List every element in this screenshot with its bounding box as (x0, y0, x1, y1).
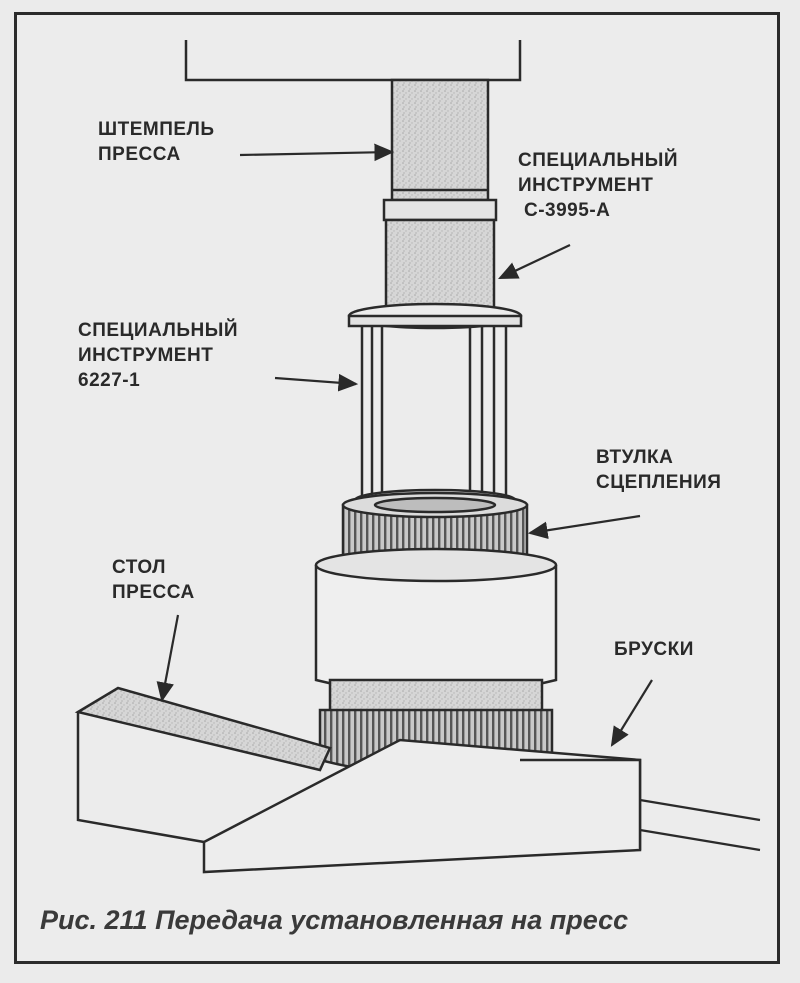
tool-6227 (347, 302, 523, 512)
leader-press-table (156, 614, 180, 703)
press-head (184, 40, 522, 82)
blocks (74, 686, 642, 874)
leader-blocks (610, 679, 653, 747)
leader-tool-c3995a (498, 244, 571, 279)
leader-tool-6227 (274, 373, 359, 392)
label-clutch-sleeve: ВТУЛКА СЦЕПЛЕНИЯ (596, 447, 722, 493)
leader-lines (156, 143, 653, 747)
tool-c3995a (384, 218, 496, 312)
label-press-ram: ШТЕМПЕЛЬ ПРЕССА (98, 119, 215, 165)
figure-caption: Рис. 211 Передача установленная на пресс (40, 905, 629, 935)
label-tool-c3995a: СПЕЦИАЛЬНЫЙ ИНСТРУМЕНТ C-3995-A (518, 150, 679, 221)
press-table (639, 798, 761, 852)
label-tool-6227: СПЕЦИАЛЬНЫЙ ИНСТРУМЕНТ 6227-1 (78, 320, 239, 391)
leader-clutch-sleeve (527, 514, 641, 540)
label-blocks: БРУСКИ (614, 639, 694, 660)
label-press-table: СТОЛ ПРЕССА (112, 557, 195, 603)
press-ram (382, 78, 498, 222)
leader-press-ram (239, 143, 395, 162)
